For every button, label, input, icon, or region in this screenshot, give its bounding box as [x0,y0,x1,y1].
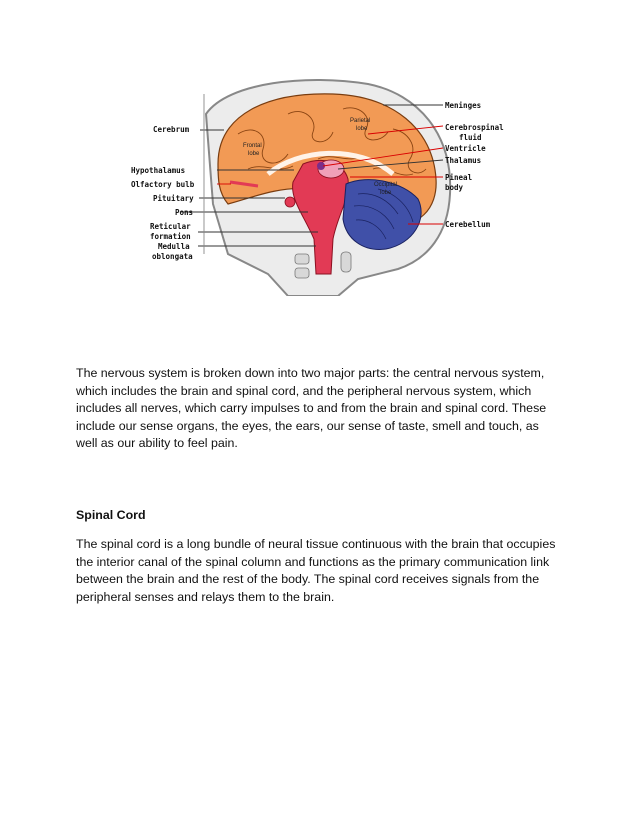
brain-diagram: Cerebrum Hypothalamus Olfactory bulb Pit… [118,74,518,296]
label-thalamus: Thalamus [445,156,481,165]
label-body: body [445,183,464,192]
label-oblongata: oblongata [152,252,193,261]
label-parietal-lobe: lobe [356,126,368,132]
label-frontal: Frontal [243,143,262,149]
label-olfactory-bulb: Olfactory bulb [131,180,195,189]
label-formation: formation [150,232,191,241]
pituitary-shape [285,197,295,207]
label-meninges: Meninges [445,101,481,110]
section-heading-spinal-cord: Spinal Cord [76,508,146,522]
label-medulla: Medulla [158,242,190,251]
label-reticular: Reticular [150,222,191,231]
label-cerebellum: Cerebellum [445,220,491,229]
label-parietal: Parietal [350,118,370,124]
label-pineal: Pineal [445,173,472,182]
label-cerebrospinal: Cerebrospinal [445,123,504,132]
label-frontal-lobe: lobe [248,151,260,157]
label-occipital: Occipital [374,182,397,188]
intro-paragraph: The nervous system is broken down into t… [76,365,562,453]
brain-diagram-svg: Cerebrum Hypothalamus Olfactory bulb Pit… [118,74,518,296]
label-cerebrum: Cerebrum [153,125,190,134]
label-occipital-lobe: lobe [380,190,392,196]
label-fluid: fluid [459,133,482,142]
label-pons: Pons [175,208,193,217]
label-ventricle: Ventricle [445,144,486,153]
label-pituitary: Pituitary [153,194,194,203]
spinal-cord-paragraph: The spinal cord is a long bundle of neur… [76,536,562,606]
label-hypothalamus: Hypothalamus [131,166,185,175]
